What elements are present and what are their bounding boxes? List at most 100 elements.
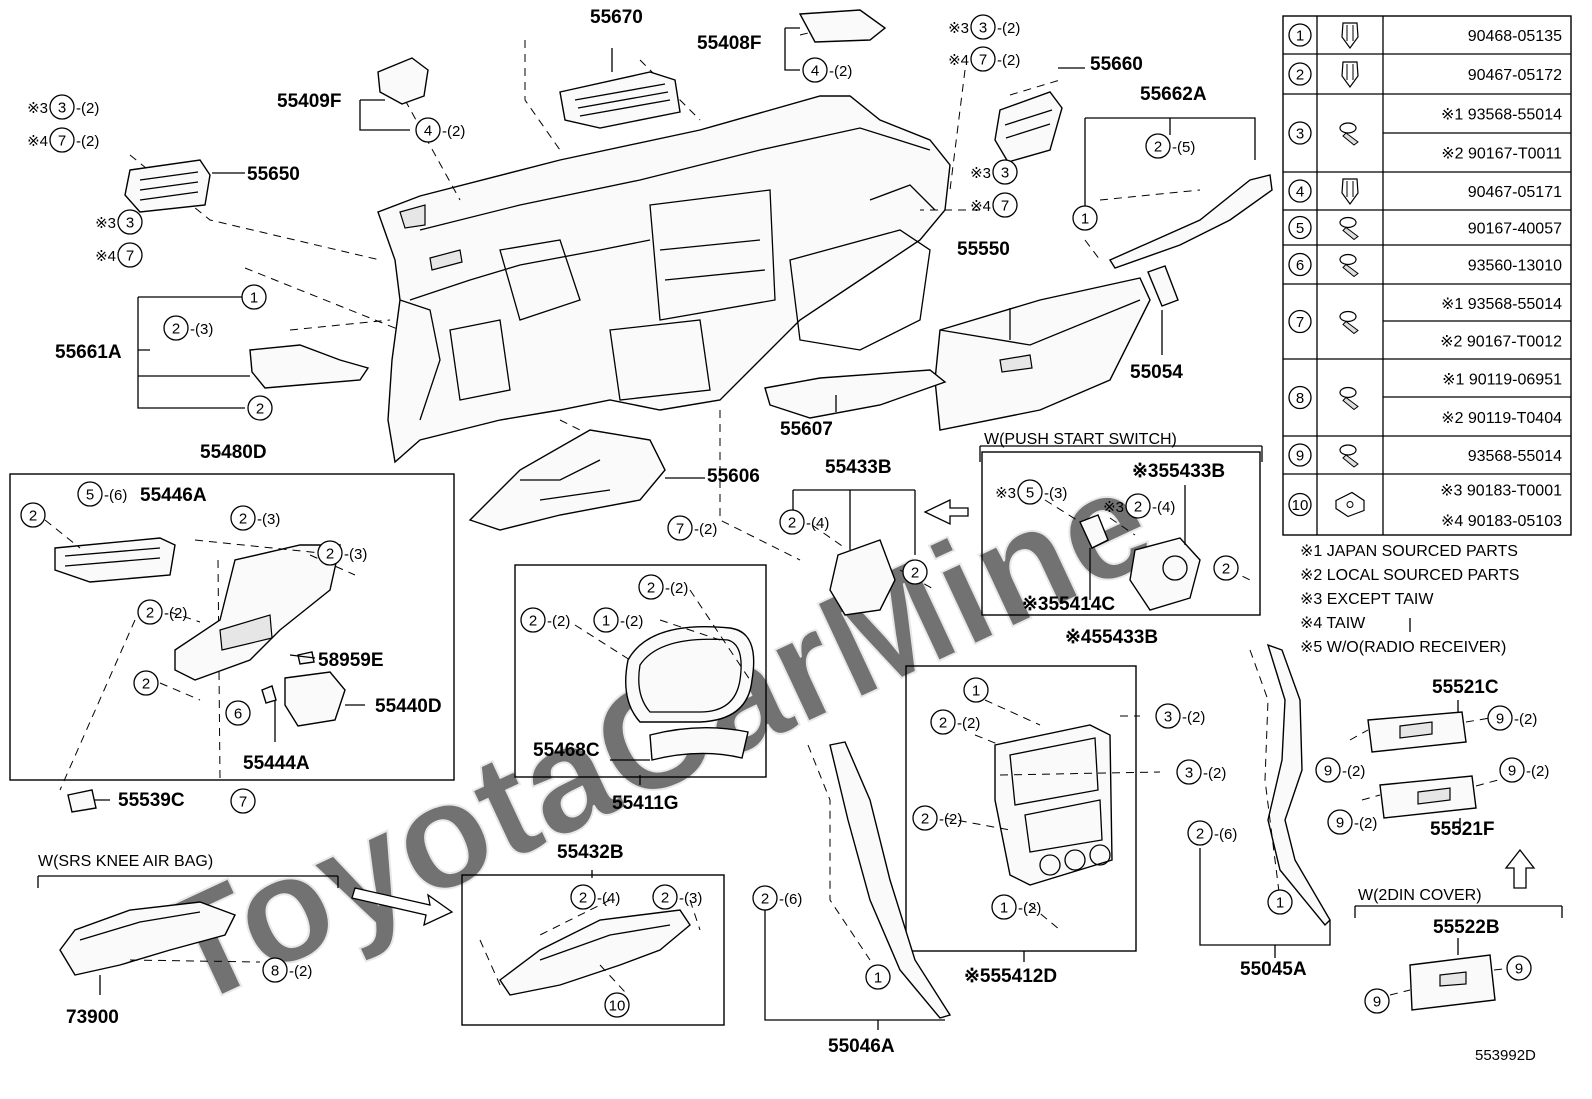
callout-quantity: -(3)	[679, 890, 702, 907]
callout-ref-number: 2	[326, 546, 334, 563]
part-label-55433b_c: ※455433B	[1065, 627, 1158, 648]
callout-ref-number: 3	[1164, 709, 1172, 726]
callout-circle	[963, 677, 989, 703]
callout-quantity: -(3)	[344, 546, 367, 563]
callout-c52: 9	[1364, 988, 1390, 1014]
screw-icon	[1339, 444, 1359, 468]
callout-circle	[667, 515, 693, 541]
note-4: ※4 TAIW	[1300, 615, 1366, 632]
fastener-part-number: ※1 93568-55014	[1441, 296, 1562, 313]
part-label-55433b_b: ※355433B	[1132, 461, 1225, 482]
part-label-55409f: 55409F	[277, 91, 341, 112]
callout-quantity: -(6)	[1214, 826, 1237, 843]
fastener-part-number: 90167-40057	[1468, 221, 1562, 238]
callout-ref-number: 2	[661, 890, 669, 907]
callout-circle	[262, 957, 288, 983]
callout-condition: ※4	[27, 133, 48, 150]
fastener-ref-circle	[1288, 23, 1312, 47]
callout-ref-number: 3	[126, 215, 134, 232]
callout-circle	[230, 788, 256, 814]
callout-circle	[652, 884, 678, 910]
callout-c47: 2 -(3)	[652, 884, 702, 910]
callout-ref-number: 7	[239, 794, 247, 811]
callout-ref-number: 2	[29, 508, 37, 525]
callout-quantity: -(2)	[76, 133, 99, 150]
callout-condition: ※3	[948, 20, 969, 37]
part-label-55521c: 55521C	[1432, 677, 1499, 698]
part-label-55440d: 55440D	[375, 696, 442, 717]
callout-circle	[1213, 555, 1239, 581]
part-label-55046a: 55046A	[828, 1036, 895, 1057]
din-cover-box	[1354, 905, 1563, 1011]
callout-ref-number: 9	[1515, 961, 1523, 978]
fastener-part-number: ※4 90183-05103	[1441, 513, 1562, 530]
callout-circle	[1267, 889, 1293, 915]
callout-ref-number: 2	[1222, 561, 1230, 578]
fastener-ref-number: 5	[1296, 220, 1304, 237]
callout-ref-number: 2	[142, 676, 150, 693]
callout-c37: 2-(2)	[912, 805, 962, 831]
callout-circle	[638, 574, 664, 600]
callout-c16: 5-(6)	[77, 481, 127, 507]
fastener-ref-number: 1	[1296, 28, 1304, 45]
clip-icon	[1341, 22, 1359, 50]
fastener-ref-number: 10	[1292, 497, 1309, 514]
callout-ref-number: 8	[271, 963, 279, 980]
callout-ref-number: 1	[972, 683, 980, 700]
callout-c34: 2-(2)	[930, 709, 980, 735]
callout-circle	[241, 284, 267, 310]
callout-ref-number: 2	[1154, 139, 1162, 156]
console-panel-55045A	[1199, 643, 1331, 958]
fastener-part-number: 90468-05135	[1468, 28, 1562, 45]
callout-quantity: -(2)	[997, 52, 1020, 69]
fastener-row: 8※1 90119-06951※2 90119-T0404	[1288, 371, 1562, 427]
callout-quantity: -(6)	[104, 487, 127, 504]
callout-ref-number: 2	[256, 401, 264, 418]
fastener-ref-number: 7	[1296, 314, 1304, 331]
fastener-ref-number: 9	[1296, 448, 1304, 465]
fastener-part-number: ※2 90167-T0011	[1441, 146, 1562, 163]
callout-ref-number: 2	[239, 511, 247, 528]
callout-circle	[1499, 757, 1525, 783]
part-label-55433b_a: 55433B	[825, 457, 892, 478]
caption-push-start: W(PUSH START SWITCH)	[984, 431, 1177, 448]
switch-blanks-55521	[1349, 700, 1499, 832]
callout-ref-number: 1	[1276, 895, 1284, 912]
callout-circle	[520, 607, 546, 633]
part-label-55408f: 55408F	[697, 33, 761, 54]
screw-icon	[1339, 122, 1359, 146]
callout-c13: 1	[241, 284, 267, 310]
callout-c49: 2-(6)	[752, 885, 802, 911]
part-label-55446a: 55446A	[140, 485, 207, 506]
callout-condition: ※3	[1103, 499, 1124, 516]
callout-circle	[77, 481, 103, 507]
reinforcement-55607	[764, 369, 947, 419]
callout-circle	[49, 94, 75, 120]
callout-circle	[133, 670, 159, 696]
callout-quantity: -(2)	[289, 963, 312, 980]
callout-circle	[1487, 705, 1513, 731]
callout-circle	[1145, 133, 1171, 159]
callout-circle	[117, 209, 143, 235]
callout-circle	[1017, 479, 1043, 505]
callout-ref-number: 7	[1001, 198, 1009, 215]
callout-quantity: -(2)	[939, 811, 962, 828]
callout-circle	[779, 509, 805, 535]
knee-airbag-73900	[37, 875, 339, 995]
note-5: ※5 W/O(RADIO RECEIVER)	[1300, 639, 1506, 656]
callout-c26: 2	[902, 559, 928, 585]
callout-condition: ※3	[970, 165, 991, 182]
callout-c35: 3-(2)	[1155, 703, 1205, 729]
callout-ref-number: 2	[1196, 826, 1204, 843]
callout-ref-number: 6	[234, 706, 242, 723]
footnotes: ※1 JAPAN SOURCED PARTS ※2 LOCAL SOURCED …	[1300, 543, 1519, 656]
group-box-55412D	[905, 665, 1137, 952]
callout-ref-number: 9	[1508, 763, 1516, 780]
console-panel-55046A	[764, 741, 952, 1030]
callout-circle	[1506, 955, 1532, 981]
